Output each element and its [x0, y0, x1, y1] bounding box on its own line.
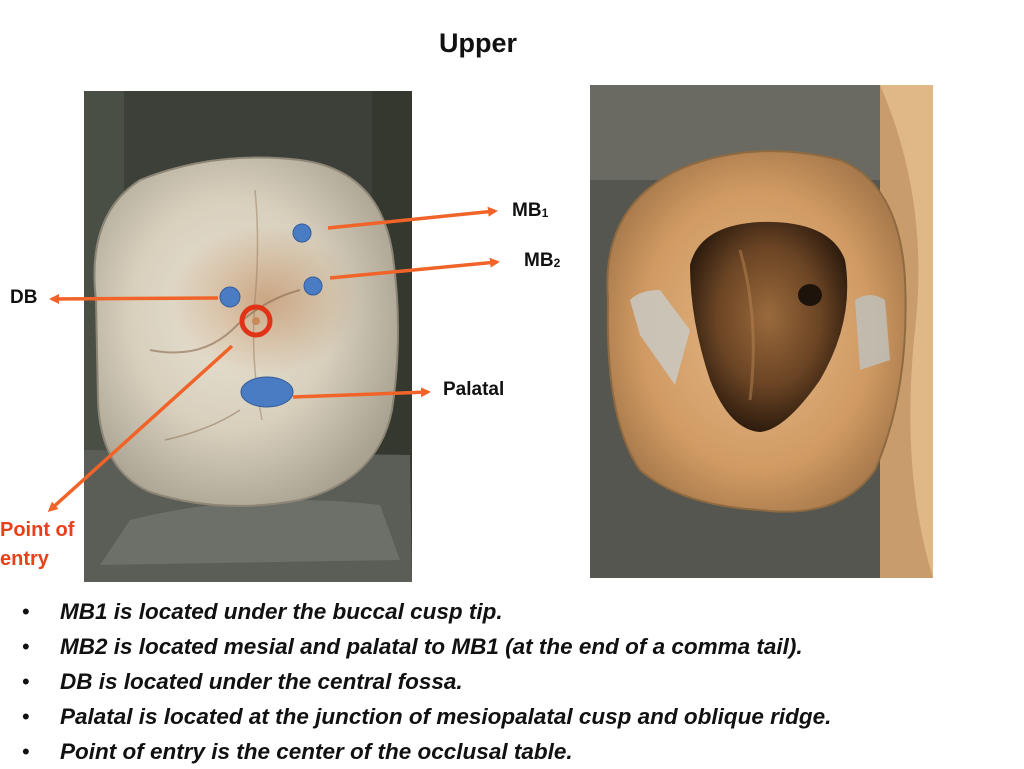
bullet-palatal: Palatal is located at the junction of me…: [18, 699, 831, 734]
pointer-arrows: [47, 206, 500, 513]
label-mb2: MB2: [524, 250, 561, 271]
bullet-mb1: MB1 is located under the buccal cusp tip…: [18, 594, 831, 629]
left-tooth-photo: [84, 91, 412, 582]
label-point-of-entry: Point of entry: [0, 519, 75, 570]
mb2-marker: [303, 276, 323, 296]
label-db: DB: [10, 287, 38, 308]
bullet-mb2: MB2 is located mesial and palatal to MB1…: [18, 629, 831, 664]
slide-title: Upper: [438, 28, 517, 58]
bullet-list: MB1 is located under the buccal cusp tip…: [18, 594, 831, 769]
mb1-arrow: [327, 206, 498, 230]
mb2-arrow: [329, 257, 500, 280]
mb1-marker: [292, 223, 312, 243]
palatal-marker: [240, 376, 294, 408]
entry-point-marker: [239, 304, 273, 338]
label-palatal: Palatal: [443, 379, 505, 400]
palatal-arrow: [292, 387, 431, 399]
entry-arrow: [47, 344, 234, 513]
db-arrow: [49, 293, 219, 304]
canal-markers: [219, 223, 323, 408]
bullet-db: DB is located under the central fossa.: [18, 664, 831, 699]
right-tooth-photo: [590, 85, 933, 578]
label-mb1: MB1: [512, 200, 549, 221]
db-marker: [219, 286, 241, 308]
bullet-point-of-entry: Point of entry is the center of the occl…: [18, 734, 831, 769]
